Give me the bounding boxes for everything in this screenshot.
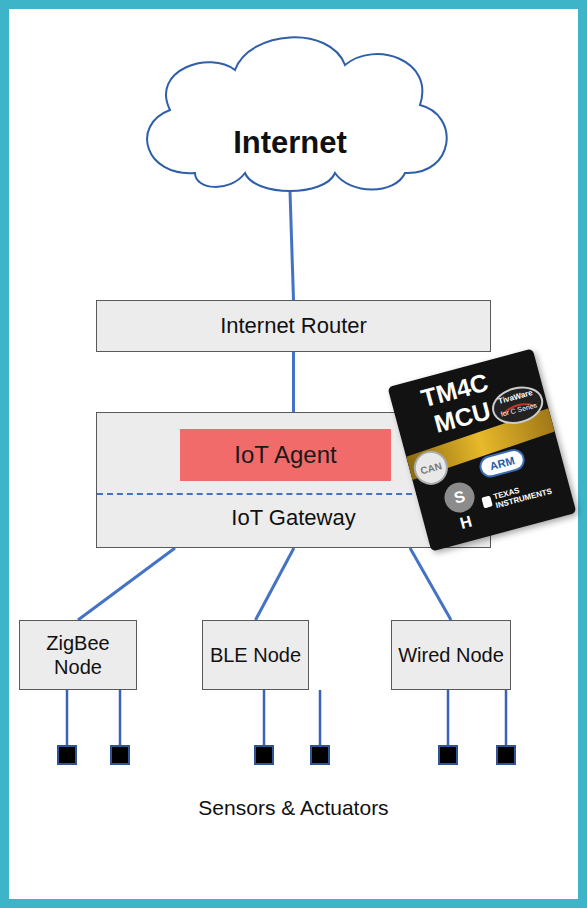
node-text: Internet Router [220, 313, 367, 339]
node-box: Wired Node [391, 620, 511, 690]
cloud-outline [115, 15, 465, 195]
connector-line [78, 548, 175, 620]
maker-label: TEXAS INSTRUMENTS [493, 475, 567, 511]
router-box: Internet Router [96, 300, 491, 352]
connector-line [292, 352, 295, 412]
node-text: ZigBee Node [20, 631, 136, 679]
node-box: ZigBee Node [19, 620, 137, 690]
connector-line [255, 548, 293, 620]
badge-letter: S [441, 479, 478, 516]
node-text: Wired Node [398, 643, 504, 667]
node-box: BLE Node [202, 620, 309, 690]
node-text: IoT Agent [234, 441, 336, 469]
badge-letter: H [458, 512, 474, 532]
caption-label: Sensors & Actuators [9, 796, 578, 820]
connector-line [290, 191, 294, 300]
dashed-divider [97, 493, 432, 495]
node-text: Internet [233, 125, 347, 161]
agent-box: IoT Agent [180, 429, 391, 481]
node-text: BLE Node [210, 643, 301, 667]
connector-line [410, 548, 451, 620]
cloud-shape: Internet [115, 15, 465, 195]
